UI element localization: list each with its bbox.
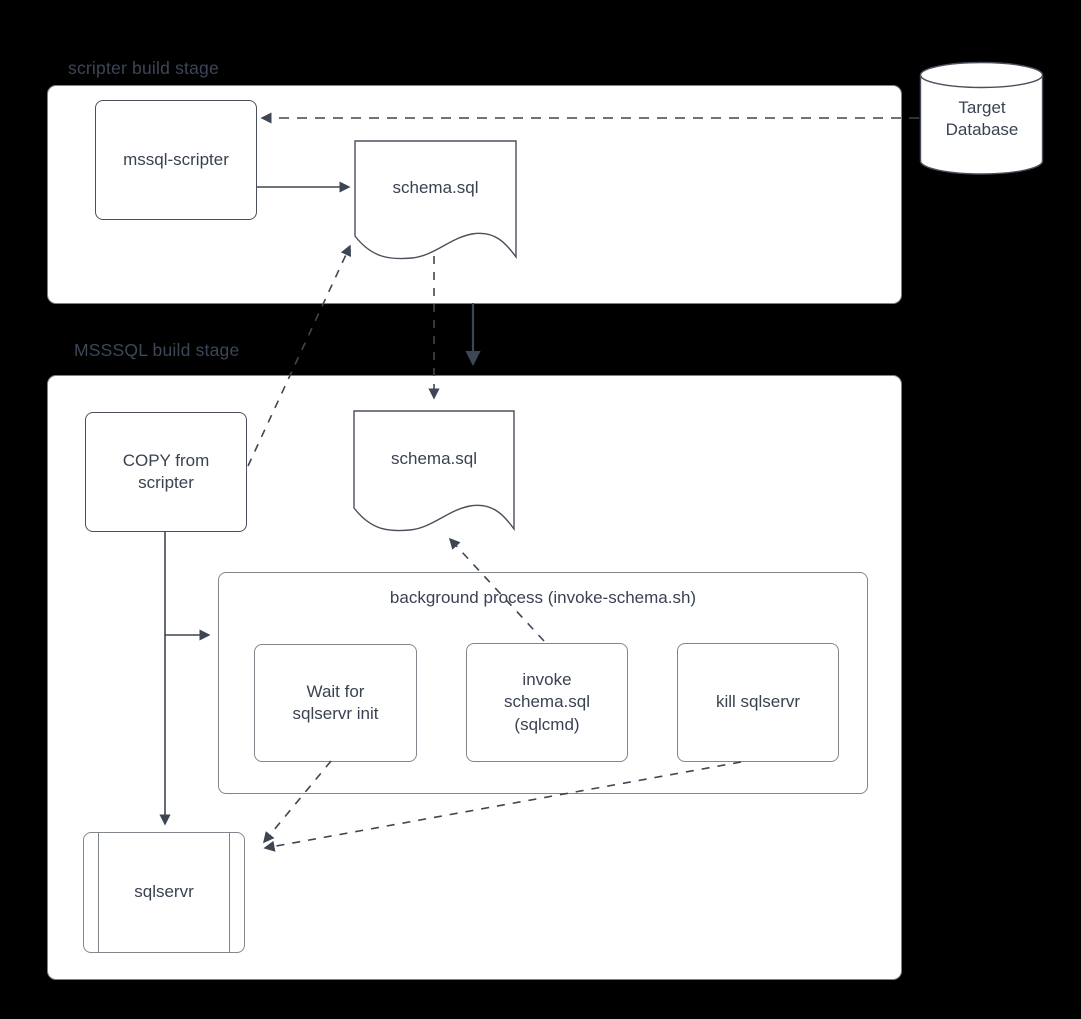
target-database-label: Target Database: [945, 97, 1019, 139]
node-wait-for-sqlservr-init: Wait for sqlservr init: [254, 644, 417, 762]
node-copy-from-scripter: COPY from scripter: [85, 412, 247, 532]
mssql-stage-label: MSSSQL build stage: [74, 340, 240, 360]
node-kill-sqlservr: kill sqlservr: [677, 643, 839, 762]
schema-sql-document-bottom: [353, 410, 515, 532]
sqlservr-label: sqlservr: [134, 882, 194, 902]
target-database-cylinder: [919, 61, 1044, 175]
scripter-stage-label: scripter build stage: [68, 58, 219, 78]
background-process-title: background process (invoke-schema.sh): [389, 588, 697, 607]
process-left-bar: [98, 833, 99, 952]
schema-sql-bottom-label: schema.sql: [391, 448, 477, 468]
node-sqlservr-process: sqlservr: [83, 832, 245, 953]
schema-sql-document-top: [354, 140, 517, 260]
process-right-bar: [229, 833, 230, 952]
node-invoke-schema: invoke schema.sql (sqlcmd): [466, 643, 628, 762]
schema-sql-top-label: schema.sql: [392, 177, 479, 197]
node-mssql-scripter: mssql-scripter: [95, 100, 257, 220]
